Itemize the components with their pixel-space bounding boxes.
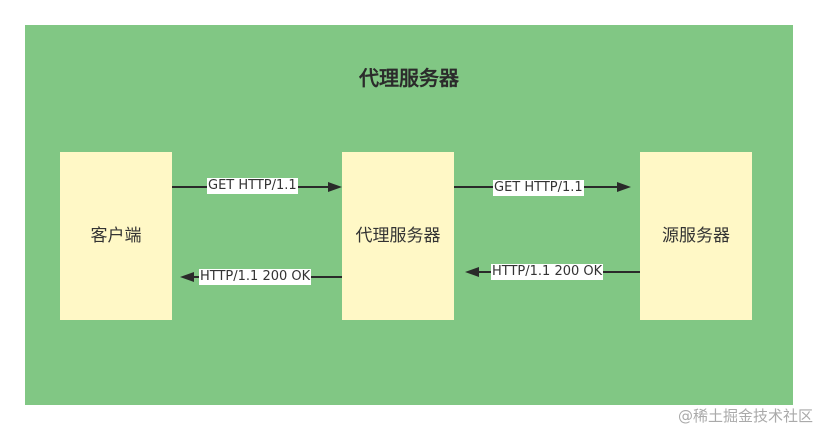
arrowhead-right-icon (328, 182, 342, 192)
proxy-diagram-container: 代理服务器 客户端 代理服务器 源服务器 GET HTTP/1.1 GET HT… (25, 25, 793, 405)
node-client: 客户端 (60, 152, 172, 320)
arrowhead-right-icon (617, 182, 631, 192)
edge-label-response-2: HTTP/1.1 200 OK (199, 269, 312, 285)
node-proxy-label: 代理服务器 (355, 226, 441, 246)
node-origin: 源服务器 (640, 152, 752, 320)
edge-label-request-2: GET HTTP/1.1 (493, 180, 584, 196)
arrowhead-left-icon (465, 267, 479, 277)
edge-label-response-1: HTTP/1.1 200 OK (491, 264, 604, 280)
diagram-title: 代理服务器 (359, 66, 459, 90)
arrowhead-left-icon (180, 272, 194, 282)
edge-label-request-1: GET HTTP/1.1 (207, 178, 298, 194)
node-proxy: 代理服务器 (342, 152, 454, 320)
watermark: @稀土掘金技术社区 (677, 407, 813, 425)
